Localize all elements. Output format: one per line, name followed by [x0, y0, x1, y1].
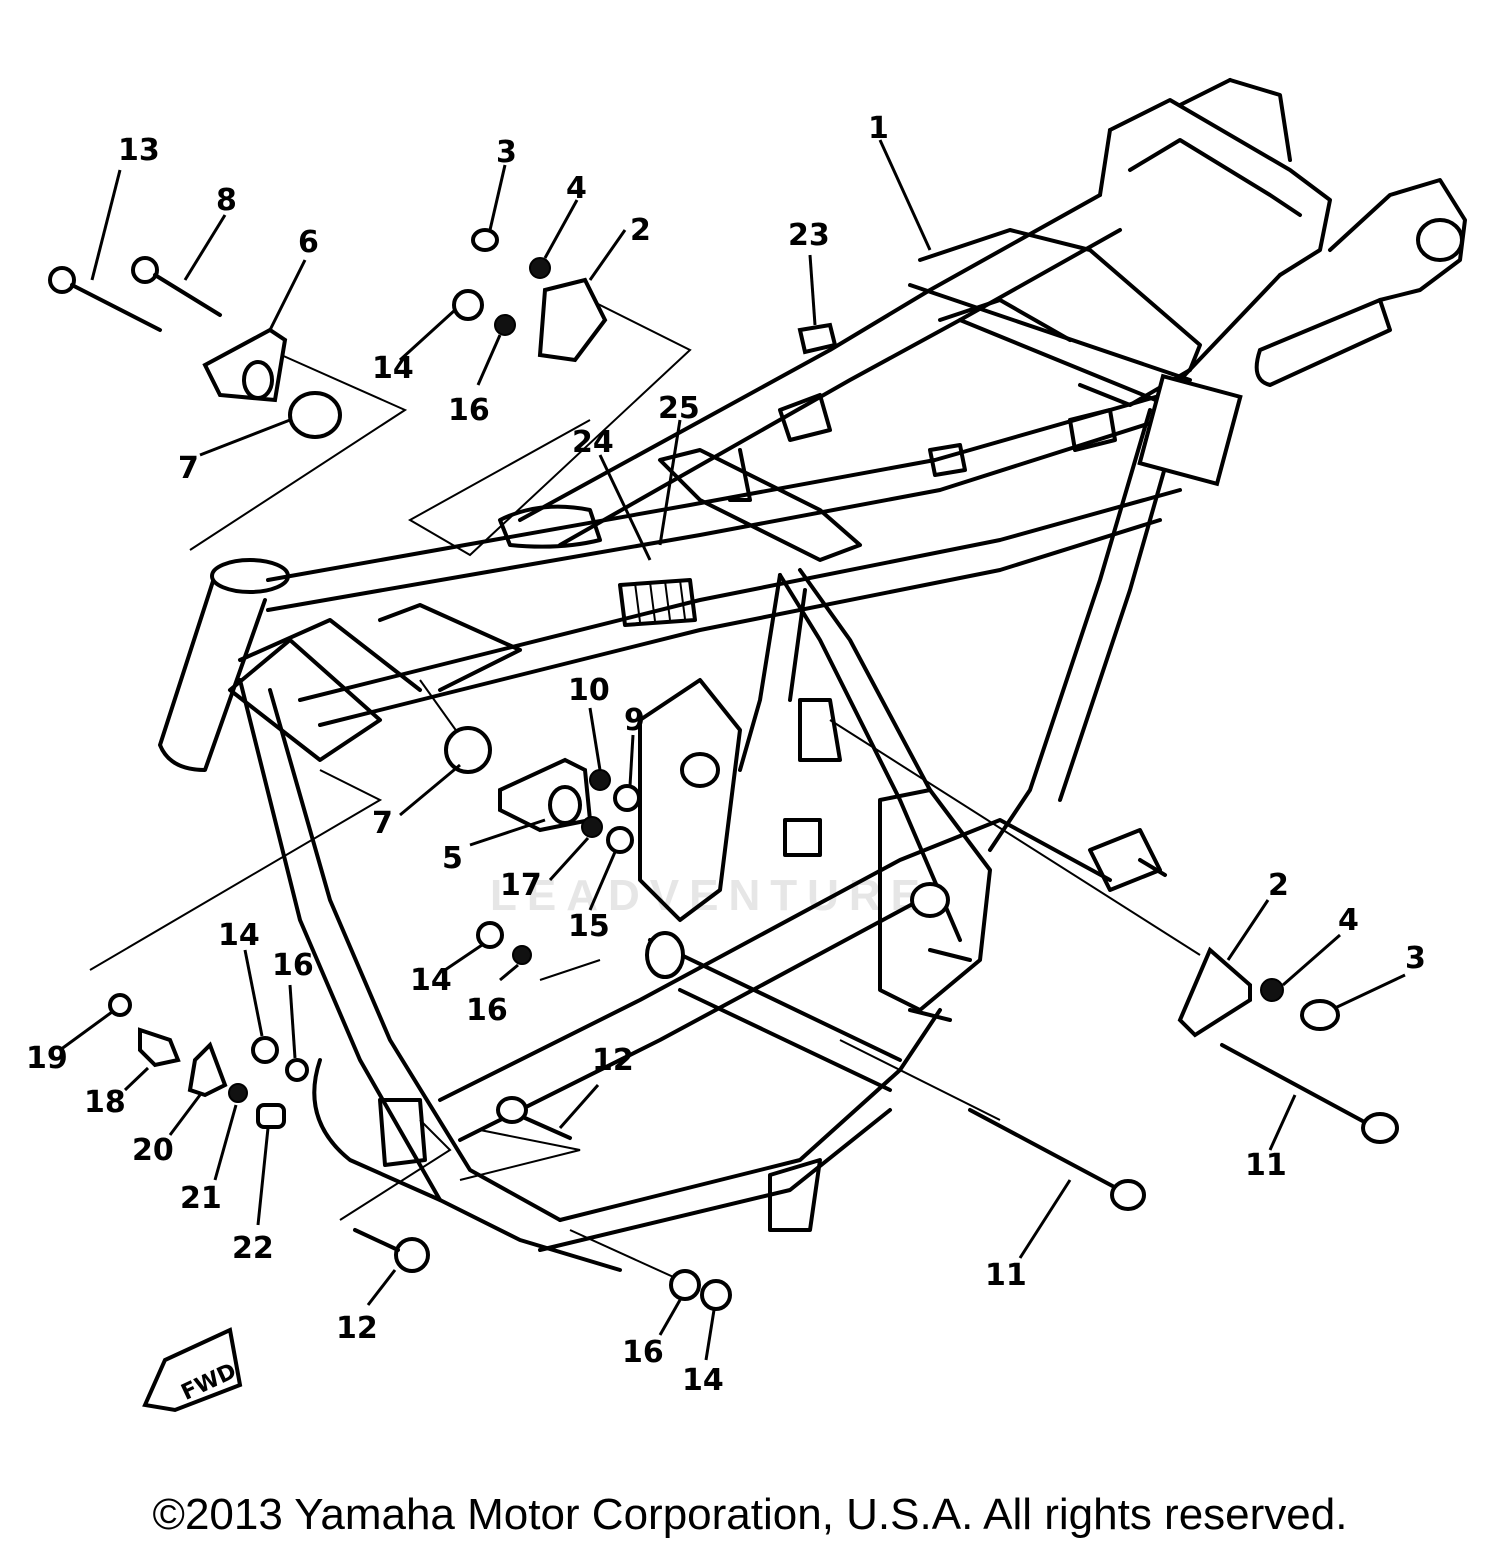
nut-14-low-icon	[700, 1279, 732, 1311]
bolt-3-right-icon	[1300, 999, 1340, 1031]
callout-3-right: 3	[1405, 941, 1426, 976]
washer-16-left-icon	[285, 1058, 309, 1082]
bushing-7-upper-icon	[288, 391, 342, 439]
callout-13: 13	[118, 133, 160, 168]
callout-19: 19	[26, 1041, 68, 1076]
washer-9-icon	[613, 784, 641, 812]
callout-12-mid: 12	[592, 1043, 634, 1078]
callout-12-low: 12	[336, 1311, 378, 1346]
washer-16-mid-icon	[512, 945, 532, 965]
callout-2-upper: 2	[630, 213, 651, 248]
callout-14-upper: 14	[372, 351, 414, 386]
clip-23-icon	[797, 322, 838, 355]
callout-11-center: 11	[985, 1258, 1027, 1293]
washer-21-icon	[228, 1083, 248, 1103]
nut-14-mid-icon	[476, 921, 504, 949]
callout-16-mid: 16	[466, 993, 508, 1028]
bolt-8-icon	[131, 256, 222, 317]
frame-main-body	[158, 78, 1467, 1272]
callout-14-low: 14	[682, 1363, 724, 1398]
washer-17-icon	[581, 816, 603, 838]
bolt-12-low-icon	[353, 1228, 430, 1273]
spacer-18-icon	[138, 1027, 181, 1068]
callout-18: 18	[84, 1085, 126, 1120]
callout-4-upper: 4	[566, 171, 587, 206]
nut-15-icon	[606, 826, 634, 854]
collar-22-icon	[256, 1103, 286, 1129]
copyright-notice: ©2013 Yamaha Motor Corporation, U.S.A. A…	[152, 1490, 1348, 1539]
callout-16-upper: 16	[448, 393, 490, 428]
leader-lines	[59, 139, 1406, 1361]
plate-2-right-icon	[1177, 946, 1252, 1038]
callout-16-low: 16	[622, 1335, 664, 1370]
callout-11-right: 11	[1245, 1148, 1287, 1183]
plate-20-icon	[187, 1041, 228, 1098]
nut-19-icon	[108, 993, 132, 1017]
callout-20: 20	[132, 1133, 174, 1168]
callout-16-left: 16	[272, 948, 314, 983]
nut-14-left-icon	[251, 1036, 279, 1064]
loose-parts	[48, 228, 1399, 1311]
callout-14-mid: 14	[410, 963, 452, 998]
callout-17: 17	[500, 868, 542, 903]
bushing-7-mid-icon	[444, 726, 492, 774]
bolt-12-mid-icon	[496, 1096, 572, 1140]
callout-5: 5	[442, 841, 463, 876]
callout-1: 1	[868, 111, 889, 146]
callout-labels: 1 2 3 4 2 3 4 5 6 7 7 8 9 10 11 11 11 12…	[26, 111, 1426, 1398]
washer-4-right-icon	[1260, 978, 1284, 1002]
callout-24: 24	[572, 425, 614, 460]
callout-10: 10	[568, 673, 610, 708]
callout-21: 21	[180, 1181, 222, 1216]
callout-4-right: 4	[1338, 903, 1359, 938]
nut-10-icon	[589, 769, 611, 791]
bolt-11-right-icon	[1220, 1043, 1399, 1144]
callout-23: 23	[788, 218, 830, 253]
callout-22: 22	[232, 1231, 274, 1266]
fwd-arrow-icon: FWD	[142, 1327, 243, 1413]
bolt-11-center-icon	[968, 1108, 1146, 1211]
callout-2-right: 2	[1268, 868, 1289, 903]
callout-9: 9	[624, 703, 645, 738]
washer-16-low-icon	[669, 1269, 701, 1301]
callout-25: 25	[658, 391, 700, 426]
callout-7-upper: 7	[178, 451, 199, 486]
callout-6: 6	[298, 225, 319, 260]
watermark-text: LEADVENTURE	[490, 871, 930, 920]
plate-2-upper-icon	[537, 277, 608, 363]
callout-7-mid: 7	[372, 806, 393, 841]
bolt-13-icon	[48, 266, 162, 332]
assembly-lines	[89, 289, 1201, 1281]
callout-8: 8	[216, 183, 237, 218]
bolt-3-upper-icon	[471, 228, 499, 252]
callout-3-upper: 3	[496, 135, 517, 170]
nut-14-upper-icon	[452, 289, 484, 321]
washer-4-upper-icon	[529, 257, 551, 279]
callout-15: 15	[568, 909, 610, 944]
washer-16-upper-icon	[494, 314, 516, 336]
callout-14-left: 14	[218, 918, 260, 953]
